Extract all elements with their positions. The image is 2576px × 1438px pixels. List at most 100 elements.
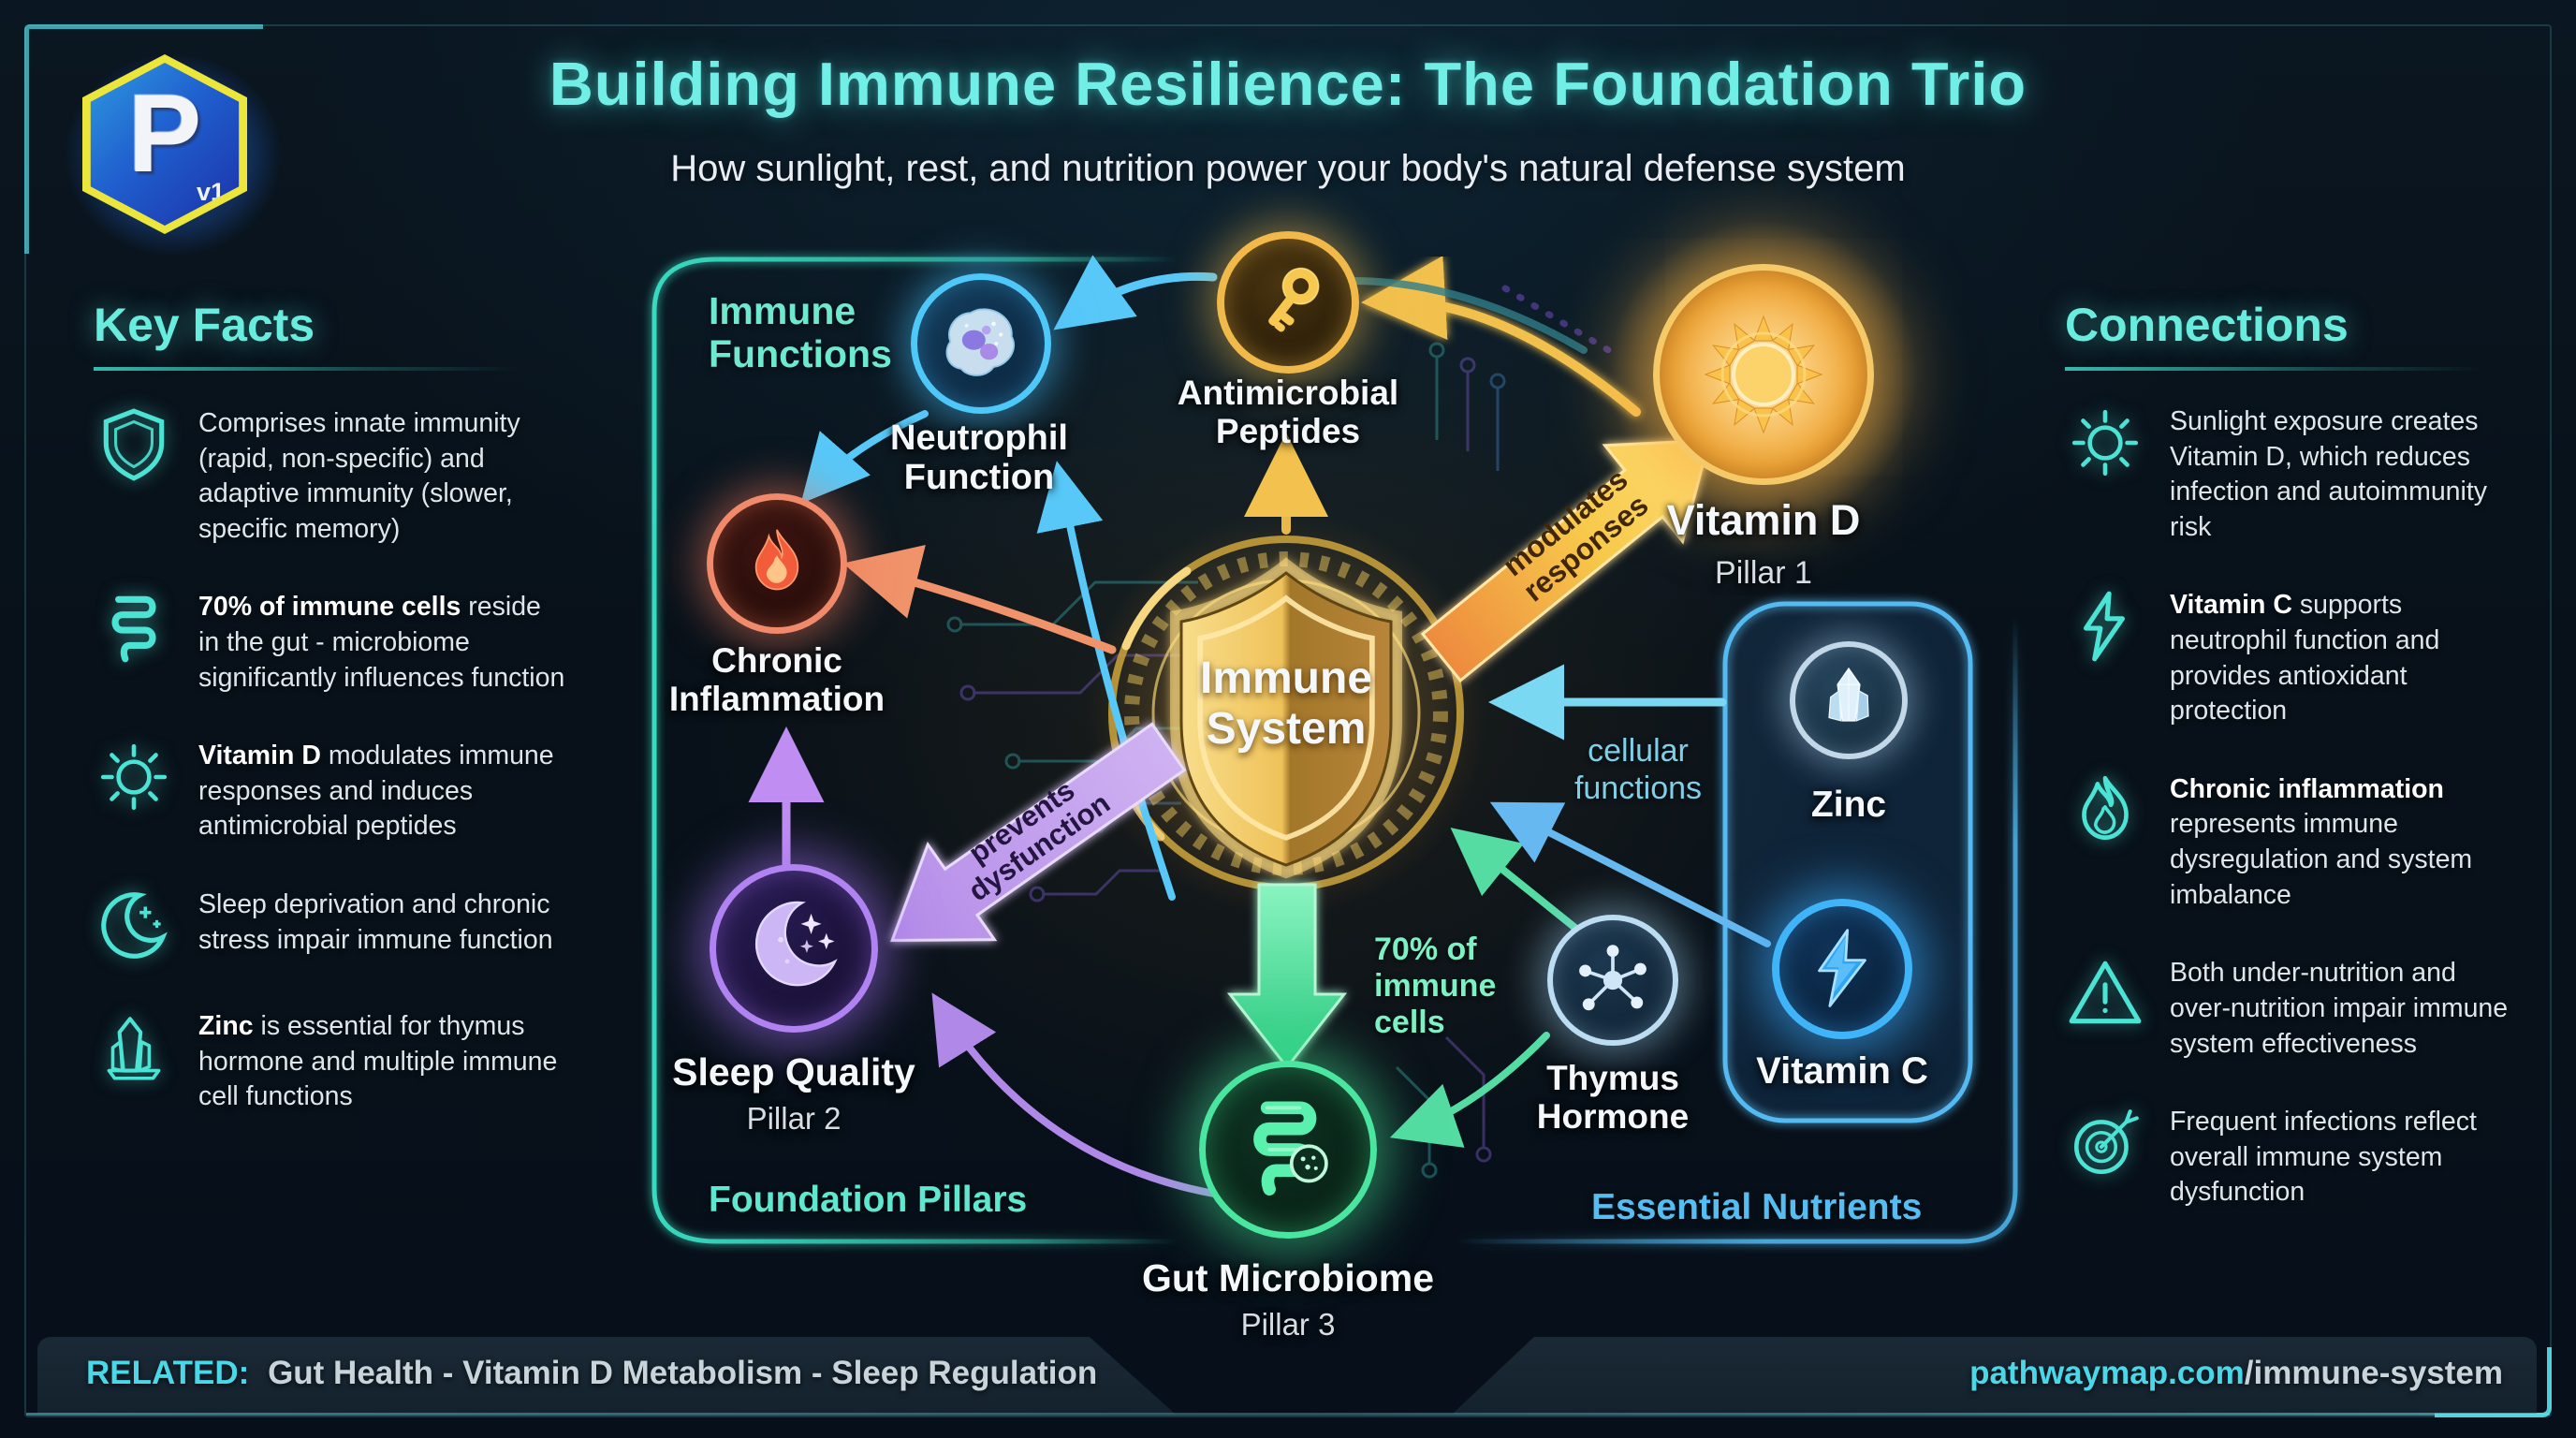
page-title: Building Immune Resilience: The Foundati…: [549, 50, 2027, 118]
bolt-icon: [1818, 929, 1866, 1007]
crystal-icon: [94, 1007, 174, 1088]
connections-rule: [2065, 367, 2505, 371]
thymus-hormone-node: [1547, 915, 1678, 1046]
connection-rest: represents immune dysregulation and syst…: [2170, 809, 2473, 910]
immune-system-hub: [1085, 512, 1487, 915]
gut-microbiome-node: [1199, 1061, 1377, 1239]
sleep-quality-label: Sleep Quality Pillar 2: [663, 1050, 925, 1138]
warning-icon: [2065, 954, 2145, 1034]
edge-label-gut-share: 70% of immune cells: [1374, 932, 1497, 1041]
key-fact-item: Vitamin D modulates immune responses and…: [94, 737, 618, 844]
footer-divider: [26, 1413, 2550, 1416]
thymus-label: Thymus Hormone: [1536, 1059, 1690, 1136]
arrow-vitaminc-to-center: [1489, 801, 1771, 947]
immune-functions-region-border: [651, 257, 1175, 1244]
antimicrobial-peptides-node: [1217, 231, 1359, 374]
vitamin-c-label: Vitamin C: [1756, 1050, 1928, 1092]
connections-panel: Connections Sunlight exposure creates Vi…: [2065, 298, 2533, 1211]
sun-icon: [94, 737, 174, 817]
connection-rest: Both under-nutrition and over-nutrition …: [2170, 958, 2509, 1059]
site-path: /immune-system: [2244, 1355, 2503, 1391]
flame-icon: [754, 529, 799, 591]
connection-lead: Vitamin C: [2170, 590, 2292, 621]
moon-icon: [755, 901, 838, 987]
sun-icon: [2065, 403, 2145, 483]
connection-text: Chronic inflammation represents immune d…: [2170, 770, 2511, 913]
bolt-icon: [2065, 586, 2145, 667]
key-facts-heading: Key Facts: [94, 299, 315, 351]
related-text: RELATED: Gut Health - Vitamin D Metaboli…: [86, 1355, 1097, 1392]
site-domain: pathwaymap.com: [1969, 1355, 2245, 1391]
region-foundation-pillars: Foundation Pillars: [709, 1180, 1028, 1220]
fact-lead: 70% of immune cells: [198, 592, 461, 623]
immune-system-shield: [1170, 557, 1402, 879]
key-fact-item: Zinc is essential for thymus hormone and…: [94, 1007, 618, 1115]
sleep-pillar: Pillar 2: [746, 1101, 842, 1136]
shield-icon: [94, 404, 174, 485]
chronic-inflammation-node: [707, 493, 847, 634]
molecule-icon: [1579, 945, 1647, 1011]
fact-lead: Zinc: [198, 1011, 254, 1042]
connection-item: Chronic inflammation represents immune d…: [2065, 770, 2533, 913]
connection-text: Vitamin C supports neutrophil function a…: [2170, 586, 2511, 728]
brand-logo: P v1: [82, 54, 247, 234]
connection-rest: Frequent infections reflect overall immu…: [2170, 1107, 2477, 1208]
key-fact-item: 70% of immune cells reside in the gut - …: [94, 588, 618, 696]
gut-pillar: Pillar 3: [1240, 1307, 1336, 1342]
immune-system-label: Immune System: [1199, 653, 1373, 754]
arrow-peptides-to-neutrophil: [1053, 255, 1218, 330]
gut-title: Gut Microbiome: [1141, 1256, 1435, 1299]
key-fact-text: Zinc is essential for thymus hormone and…: [198, 1007, 565, 1115]
zinc-node: [1790, 641, 1908, 759]
connection-text: Frequent infections reflect overall immu…: [2170, 1103, 2511, 1211]
arrow-thymus-to-center: [1450, 827, 1580, 932]
antimicrobial-label: Antimicrobial Peptides: [1177, 374, 1399, 450]
arc-teal-top: [1349, 277, 1588, 354]
connection-item: Vitamin C supports neutrophil function a…: [2065, 586, 2533, 728]
moon-icon: [94, 886, 174, 966]
arrow-prevents: [889, 722, 1187, 943]
essential-nutrients-region-border: [1460, 618, 2018, 1244]
intestine-icon: [1253, 1101, 1328, 1196]
key-fact-text: Comprises innate immunity (rapid, non-sp…: [198, 404, 565, 547]
neutrophil-cell-icon: [945, 308, 1015, 376]
vitamin-d-title: Vitamin D: [1666, 496, 1861, 544]
key-fact-text: 70% of immune cells reside in the gut - …: [198, 588, 565, 696]
fact-rest: Sleep deprivation and chronic stress imp…: [198, 889, 553, 955]
region-essential-nutrients: Essential Nutrients: [1591, 1187, 1923, 1227]
key-facts-panel: Key Facts Comprises innate immunity (rap…: [94, 298, 618, 1115]
neutrophil-node: [911, 273, 1051, 414]
fact-rest: reside in the gut - microbiome significa…: [198, 592, 565, 693]
arrow-neutrophil-to-inflammation: [800, 410, 929, 505]
connection-lead: Chronic inflammation: [2170, 773, 2444, 804]
key-fact-item: Sleep deprivation and chronic stress imp…: [94, 886, 618, 966]
connection-item: Both under-nutrition and over-nutrition …: [2065, 954, 2533, 1062]
connection-rest: Sunlight exposure creates Vitamin D, whi…: [2170, 406, 2488, 542]
edge-label-cellular: cellular functions: [1573, 733, 1703, 807]
vitamin-d-pillar: Pillar 1: [1715, 555, 1812, 591]
neutrophil-label: Neutrophil Function: [890, 418, 1068, 497]
key-facts-rule: [94, 367, 543, 371]
zinc-label: Zinc: [1810, 785, 1887, 825]
flame-icon: [2065, 770, 2145, 851]
region-immune-functions: Immune Functions: [709, 289, 892, 375]
key-fact-text: Sleep deprivation and chronic stress imp…: [198, 886, 565, 958]
sun-icon: [1704, 315, 1823, 434]
key-fact-text: Vitamin D modulates immune responses and…: [198, 737, 565, 844]
arrow-thymus-to-gut: [1389, 1032, 1550, 1148]
chronic-inflammation-label: Chronic Inflammation: [668, 641, 886, 718]
related-label: RELATED:: [86, 1355, 250, 1391]
gut-microbiome-label: Gut Microbiome Pillar 3: [1138, 1256, 1438, 1344]
vitamin-d-node: [1653, 264, 1874, 485]
vitamin-d-label: Vitamin D Pillar 1: [1651, 496, 1876, 594]
key-icon: [1268, 267, 1320, 332]
related-topics: Gut Health - Vitamin D Metabolism - Slee…: [268, 1355, 1098, 1391]
arrow-down-to-gut: [1226, 883, 1348, 1070]
site-url: pathwaymap.com/immune-system: [1969, 1355, 2503, 1392]
gut-icon: [94, 588, 174, 668]
logo-letter: P: [127, 72, 202, 196]
sleep-quality-node: [710, 864, 878, 1033]
fact-rest: is essential for thymus hormone and mult…: [198, 1011, 558, 1112]
arrow-center-to-inflammation: [842, 544, 1117, 654]
connection-text: Both under-nutrition and over-nutrition …: [2170, 954, 2511, 1062]
